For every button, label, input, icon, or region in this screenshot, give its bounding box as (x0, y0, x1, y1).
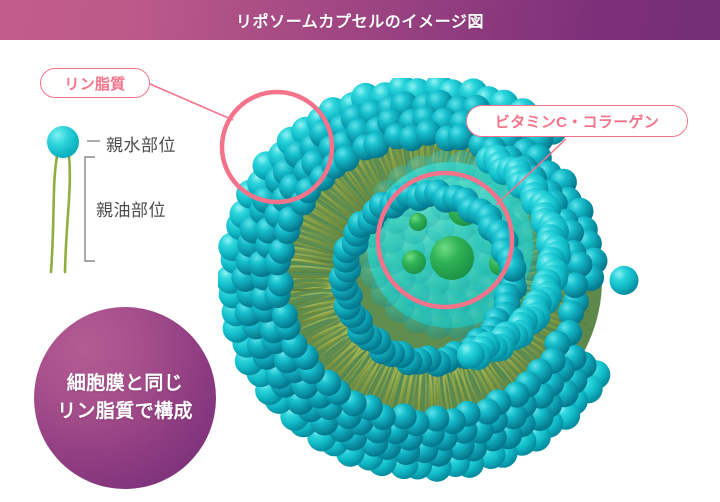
liposome-illustration (218, 78, 688, 488)
legend-tail-right (63, 154, 72, 274)
header-bar: リポソームカプセルのイメージ図 (0, 0, 720, 40)
callout-pill-phospholipid[interactable]: リン脂質 (40, 68, 150, 98)
legend-tail-left (49, 154, 59, 274)
callout-pill-vitamin[interactable]: ビタミンC・コラーゲン (466, 105, 688, 137)
legend-label-lipophilic: 親油部位 (96, 201, 166, 220)
summary-badge-line-1: 細胞膜と同じ (66, 372, 184, 394)
page-title: リポソームカプセルのイメージ図 (235, 14, 485, 31)
liposome-body (218, 78, 639, 482)
summary-badge: 細胞膜と同じ リン脂質で構成 (34, 307, 216, 489)
legend-hydrophilic-head-icon (47, 126, 79, 158)
lipophilic-bracket (84, 156, 95, 262)
legend-label-hydrophilic: 親水部位 (106, 136, 176, 155)
summary-badge-line-2: リン脂質で構成 (57, 401, 193, 422)
